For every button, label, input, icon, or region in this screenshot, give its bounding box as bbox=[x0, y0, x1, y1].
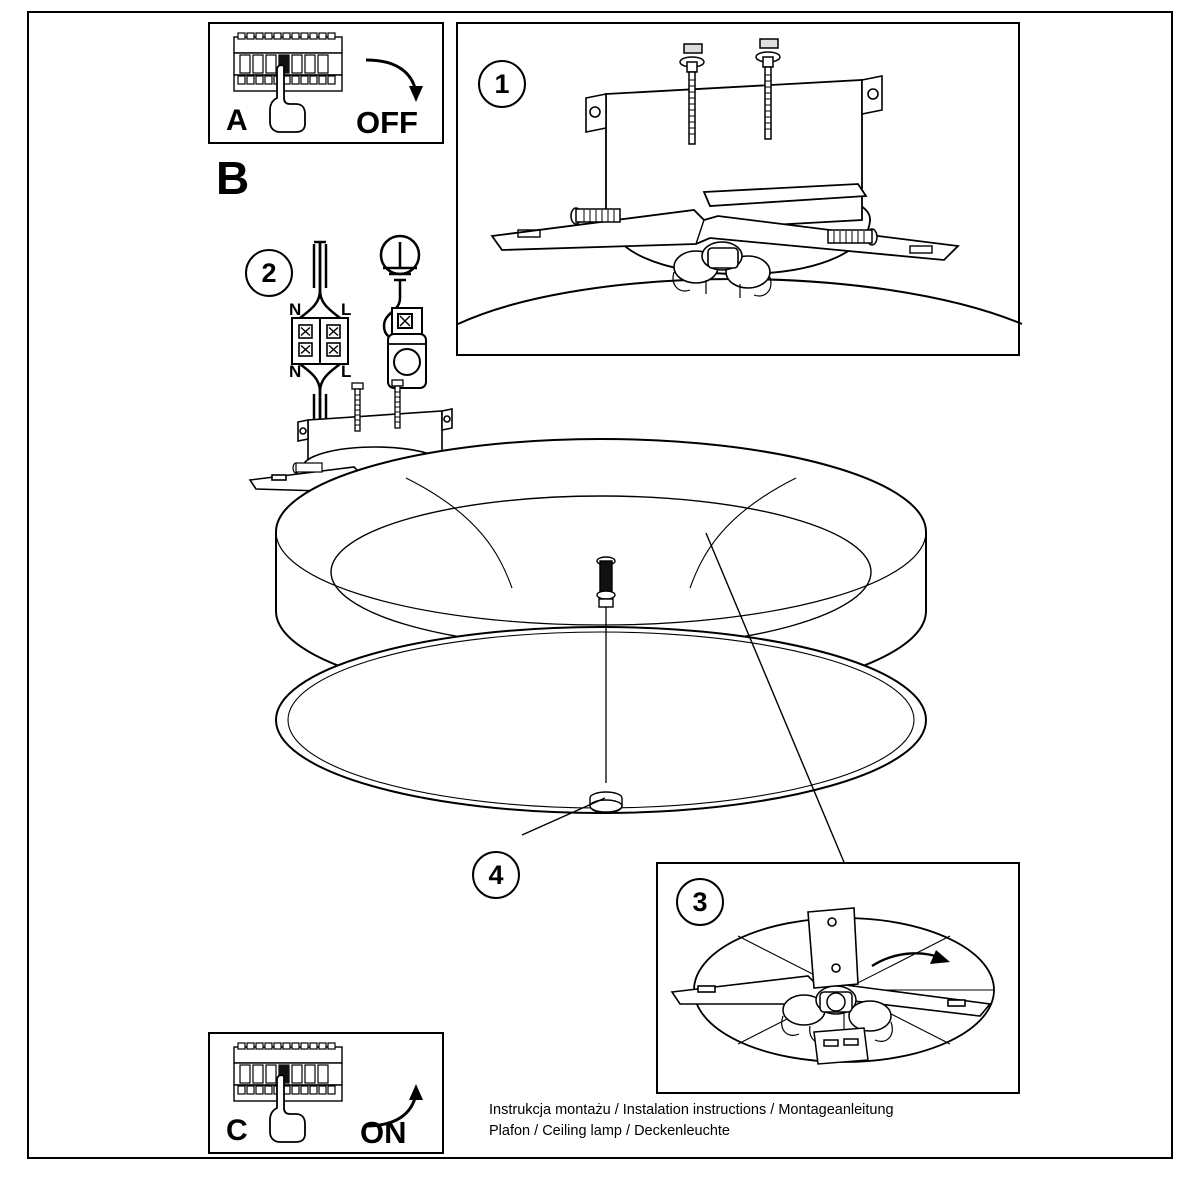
step-4-number: 4 bbox=[472, 851, 520, 899]
terminal-label-l-top: L bbox=[341, 300, 352, 319]
step-c-label: ON bbox=[360, 1115, 407, 1150]
main-lamp-assembly-illustration bbox=[248, 379, 927, 868]
caption-line-2: Plafon / Ceiling lamp / Deckenleuchte bbox=[489, 1123, 730, 1139]
ceiling-bracket-assembly-illustration bbox=[457, 38, 1023, 325]
sheet-border bbox=[27, 11, 1173, 1159]
terminal-label-n-bottom: N bbox=[289, 362, 302, 381]
caption-line-1: Instrukcja montażu / Instalation instruc… bbox=[489, 1102, 894, 1118]
step-a-label: OFF bbox=[356, 105, 418, 140]
step-a-panel: A OFF bbox=[208, 22, 444, 144]
circuit-breaker-off-icon bbox=[233, 32, 423, 133]
step-1-number: 1 bbox=[478, 60, 526, 108]
step-3-number: 3 bbox=[676, 878, 724, 926]
step-a-letter: A bbox=[226, 104, 248, 137]
circuit-breaker-on-icon bbox=[233, 1042, 423, 1143]
step-3-panel: 3 bbox=[656, 862, 1020, 1094]
terminal-label-l-bottom: L bbox=[341, 362, 352, 381]
step-b-letter: B bbox=[216, 152, 250, 204]
lamp-holder-rotation-illustration bbox=[670, 907, 995, 1065]
terminal-label-n-top: N bbox=[289, 300, 302, 319]
step-1-panel: 1 bbox=[456, 22, 1023, 356]
step-c-panel: C ON bbox=[208, 1032, 444, 1154]
step-c-letter: C bbox=[226, 1114, 248, 1147]
step-2-number: 2 bbox=[245, 249, 293, 297]
